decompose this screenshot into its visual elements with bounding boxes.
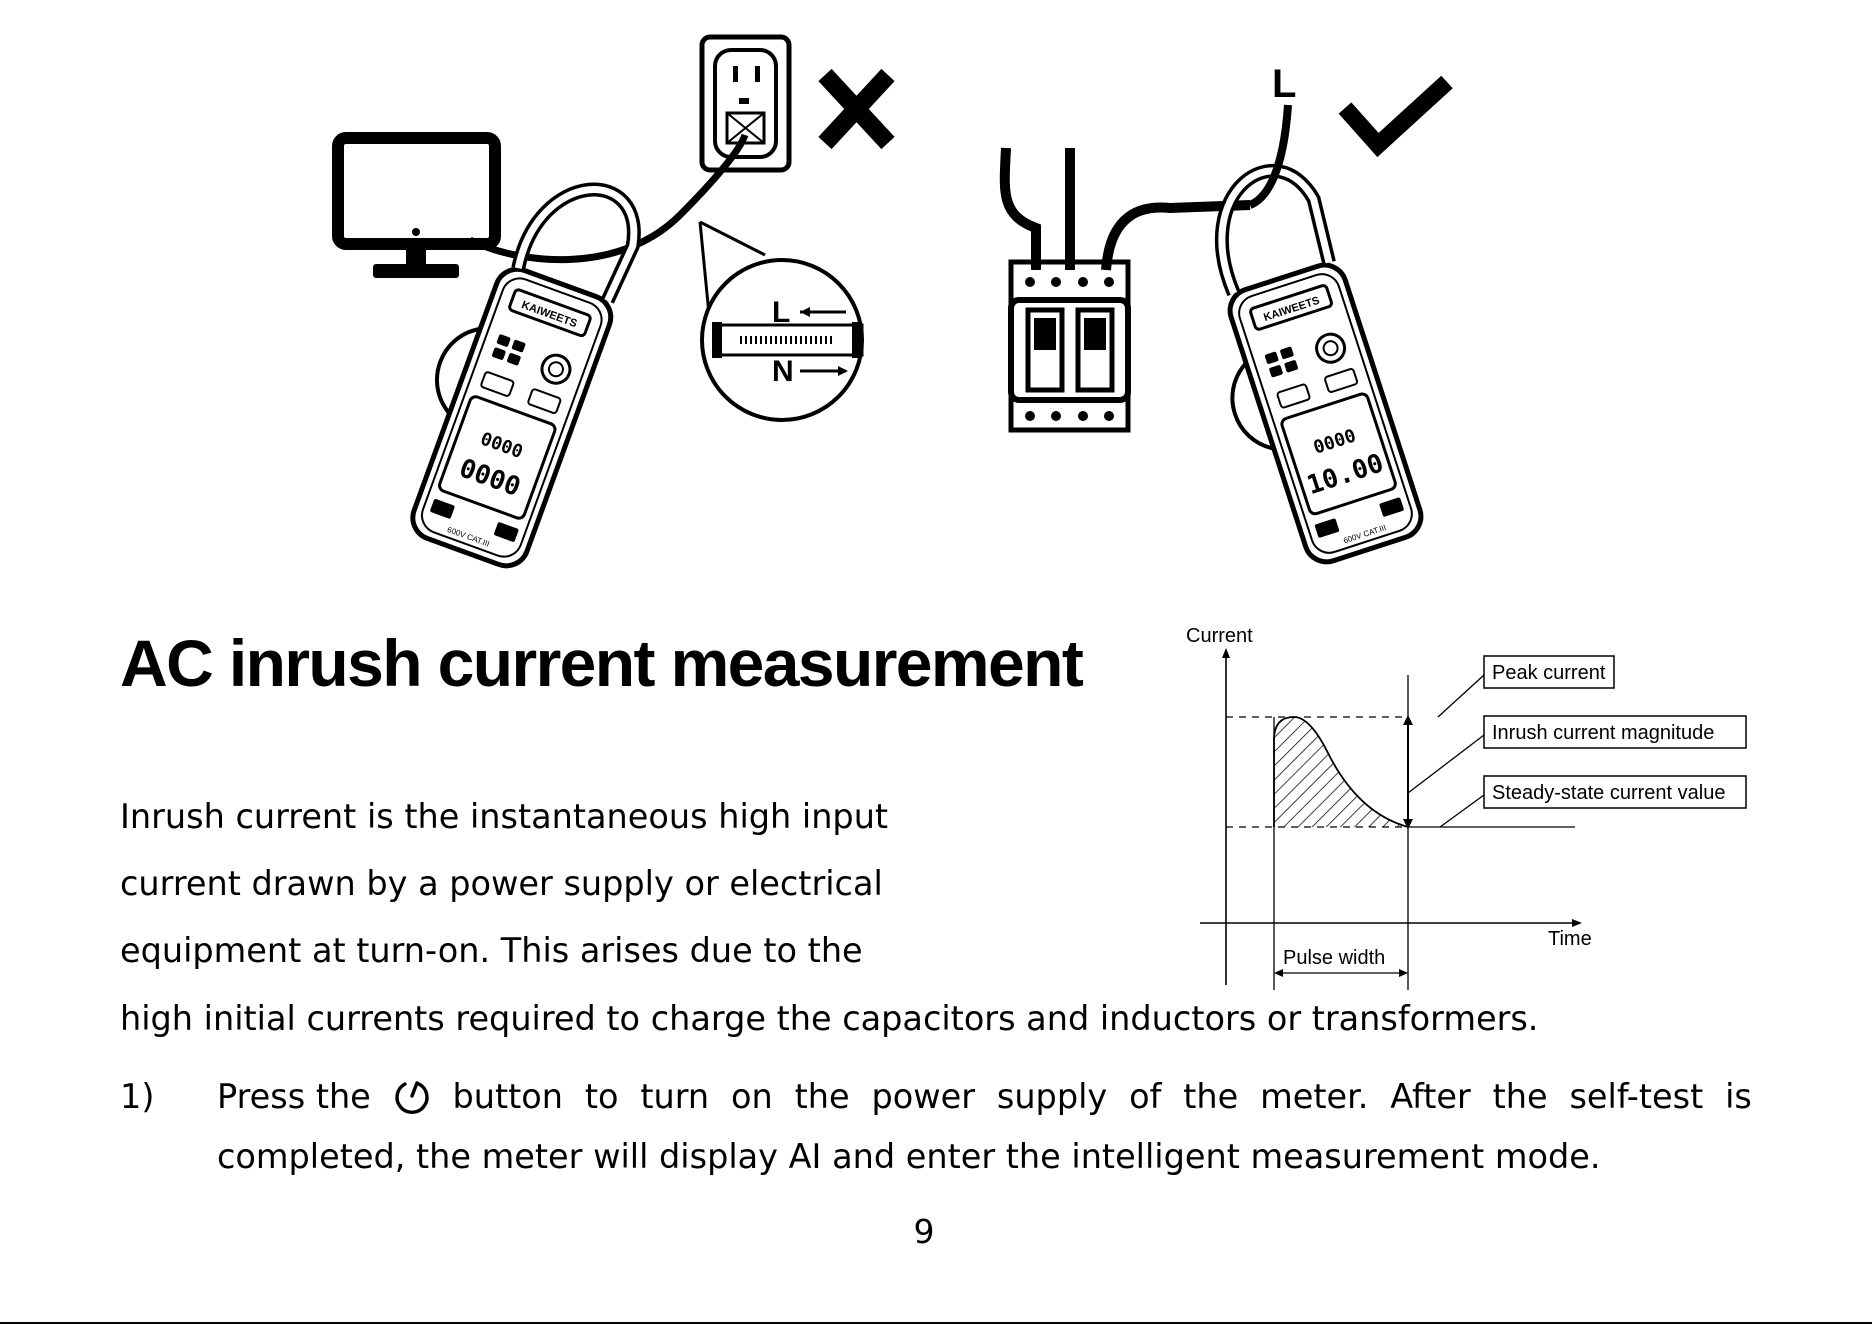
x-axis-label: Time xyxy=(1548,928,1592,950)
section-heading: AC inrush current measurement xyxy=(120,626,1084,700)
inrush-curve xyxy=(1273,716,1409,828)
bottom-rule xyxy=(0,1322,1872,1324)
pulse-width-label: Pulse width xyxy=(1283,947,1385,969)
step-number: 1) xyxy=(120,1077,155,1116)
paragraph-line: current drawn by a power supply or elect… xyxy=(120,864,883,903)
cable-inset: L N xyxy=(700,258,864,422)
peak-current-callout: Peak current xyxy=(1492,662,1606,684)
steady-state-callout: Steady-state current value xyxy=(1492,782,1725,804)
inset-label-N: N xyxy=(772,355,794,388)
step-line-1: Press the button to turn on the power su… xyxy=(217,1077,1752,1116)
paragraph-line: high initial currents required to charge… xyxy=(120,999,1539,1038)
step-line-2: completed, the meter will display AI and… xyxy=(217,1137,1601,1176)
inset-label-L: L xyxy=(772,296,790,329)
monitor-icon xyxy=(332,132,501,278)
inrush-magnitude-callout: Inrush current magnitude xyxy=(1492,722,1714,744)
clamp-meter-right: KAIWEETS 0000 10.00 600V CAT.III xyxy=(1215,163,1424,565)
wall-outlet-icon xyxy=(699,34,792,173)
cross-mark-icon xyxy=(818,68,895,150)
paragraph-line: equipment at turn-on. This arises due to… xyxy=(120,931,863,970)
clamp-meter-left: KAIWEETS 0000 0000 600V CAT.III xyxy=(410,182,641,569)
y-axis-label: Current xyxy=(1186,625,1253,647)
page-number: 9 xyxy=(913,1212,935,1251)
clamp-meter-illustration: KAIWEETS 0000 0000 600V CAT.III L N xyxy=(332,34,1453,569)
power-button-icon xyxy=(394,1081,429,1114)
inrush-current-diagram: Current Time Pulse width Peak current In… xyxy=(1186,625,1747,990)
right-wire-label-L: L xyxy=(1272,62,1296,106)
paragraph-line: Inrush current is the instantaneous high… xyxy=(120,797,889,836)
breaker-icon xyxy=(999,147,1251,433)
check-mark-icon xyxy=(1338,75,1453,158)
step-text: Press the xyxy=(217,1077,371,1116)
